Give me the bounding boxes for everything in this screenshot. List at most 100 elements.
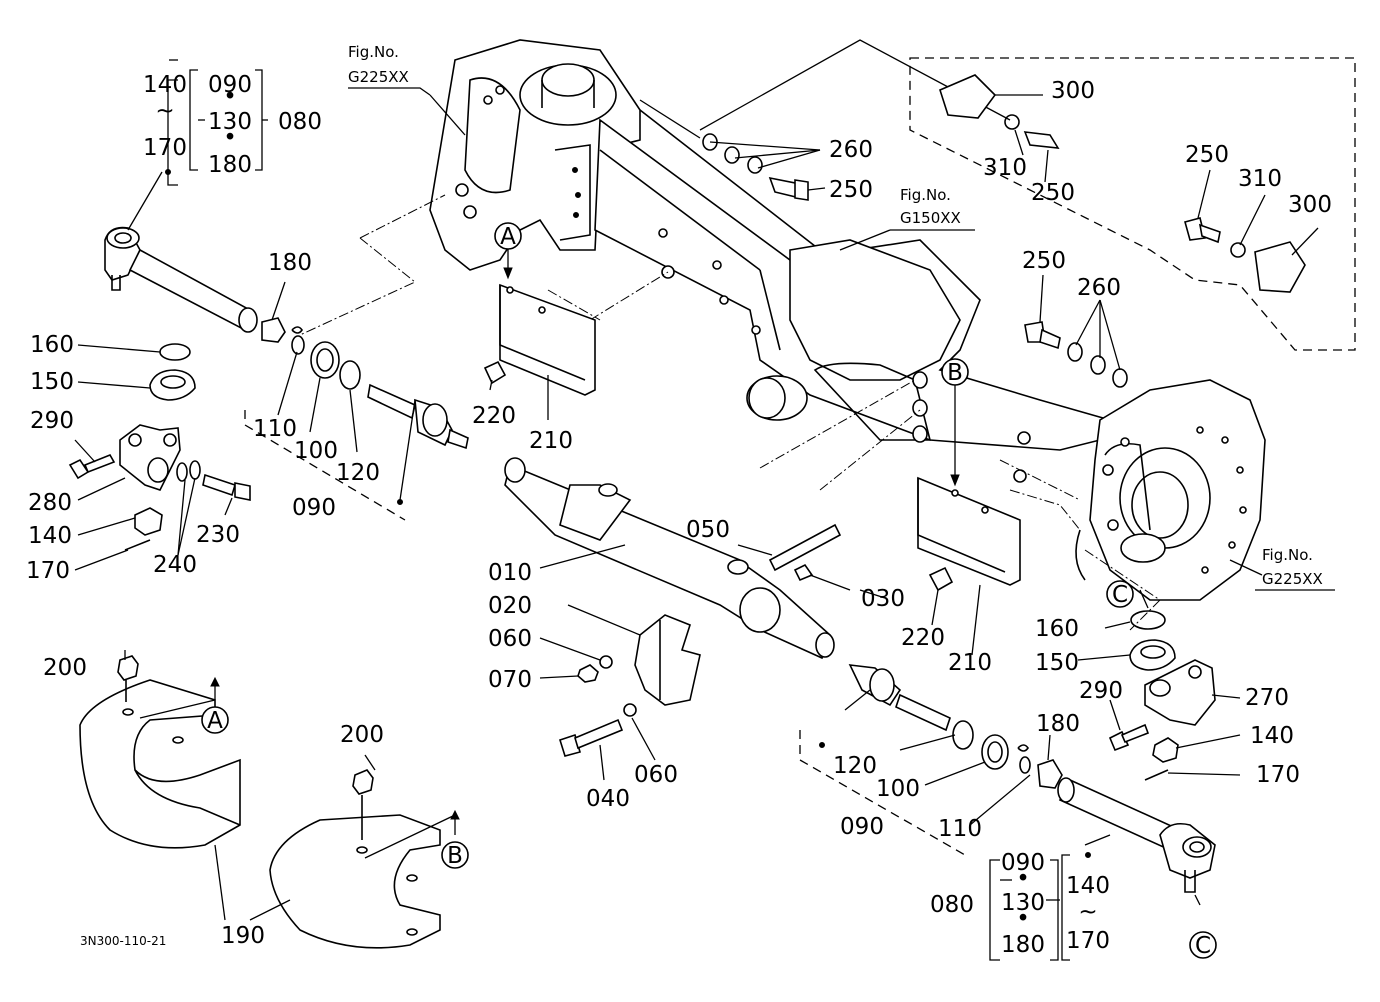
part-label: 180 [1036, 711, 1080, 737]
figure-reference-center: Fig.No. G150XX [890, 186, 975, 231]
part-label: 110 [253, 416, 297, 442]
callout-B-cover: B [441, 841, 469, 869]
part-labels: 180 160 150 290 280 140 170 240 230 110 … [26, 78, 1332, 949]
part-label: 300 [1051, 78, 1095, 104]
part-label: 250 [829, 177, 873, 203]
part-label: 170 [26, 558, 70, 584]
part-label: 030 [861, 586, 905, 612]
callout-C-bottom: C [1189, 931, 1217, 959]
fig-ref-line2: G225XX [348, 68, 409, 86]
callout-C-top: C [1106, 580, 1134, 608]
part-label: 140 [28, 523, 72, 549]
kit-range-symbol: ~ [1078, 899, 1097, 925]
callout-letter: A [500, 224, 516, 250]
kit-part-number: 130 [1001, 890, 1045, 916]
fig-ref-line1: Fig.No. [900, 186, 951, 204]
part-label: 010 [488, 560, 532, 586]
callout-A-cover: A [201, 706, 229, 734]
callout-letter: C [1195, 933, 1211, 959]
part-label: 140 [1250, 723, 1294, 749]
part-label: 220 [901, 625, 945, 651]
figure-reference-right: Fig.No. G225XX [1255, 546, 1335, 591]
part-label: 240 [153, 552, 197, 578]
stopper-parts [702, 74, 1306, 388]
part-label: 290 [30, 408, 74, 434]
leader-lines [74, 94, 1319, 921]
part-label: 270 [1245, 685, 1289, 711]
covers [79, 655, 441, 949]
part-label: 160 [1035, 616, 1079, 642]
part-label: 120 [833, 753, 877, 779]
figure-reference-top-left: Fig.No. G225XX [348, 43, 431, 96]
kit-part-number: 140 [143, 72, 187, 98]
part-label: 200 [340, 722, 384, 748]
part-label: 070 [488, 667, 532, 693]
part-label: 090 [292, 495, 336, 521]
part-label: 220 [472, 403, 516, 429]
left-tie-rod-assembly [68, 226, 469, 551]
kit-separator: • [1016, 866, 1030, 892]
kit-part-number: 180 [1001, 932, 1045, 958]
part-label: 210 [529, 428, 573, 454]
part-label: 310 [1238, 166, 1282, 192]
power-steering-cylinder [504, 457, 951, 757]
callout-A-top: A [494, 222, 522, 250]
part-label: 160 [30, 332, 74, 358]
brackets [483, 283, 1021, 592]
part-label: 040 [586, 786, 630, 812]
fig-ref-line2: G150XX [900, 209, 961, 227]
part-label: 250 [1031, 180, 1075, 206]
part-label: 230 [196, 522, 240, 548]
part-label: 250 [1022, 248, 1066, 274]
part-label: 050 [686, 517, 730, 543]
part-label: 110 [938, 816, 982, 842]
callout-B-top: B [941, 358, 969, 386]
part-label: 060 [488, 626, 532, 652]
right-tie-rod-assembly [952, 610, 1216, 893]
front-axle-housing [429, 39, 1266, 601]
part-label: 200 [43, 655, 87, 681]
part-label: 300 [1288, 192, 1332, 218]
fig-ref-line2: G225XX [1262, 570, 1323, 588]
kit-boundaries [167, 57, 1356, 961]
part-label: 150 [30, 369, 74, 395]
kit-part-number: 180 [208, 152, 252, 178]
part-label: 260 [1077, 275, 1121, 301]
part-label: 060 [634, 762, 678, 788]
part-label: 020 [488, 593, 532, 619]
part-label: 250 [1185, 142, 1229, 168]
kit-assembly-number: 080 [278, 109, 322, 135]
part-label: 210 [948, 650, 992, 676]
kit-range-symbol: ~ [155, 98, 174, 124]
kit-assembly-number: 080 [930, 892, 974, 918]
part-label: 120 [336, 460, 380, 486]
kit-part-number: 170 [143, 135, 187, 161]
kit-separator: • [1016, 906, 1030, 932]
part-label: 100 [294, 438, 338, 464]
callout-letter: B [947, 360, 963, 386]
kit-part-number: 090 [1001, 850, 1045, 876]
part-label: 090 [840, 814, 884, 840]
drawing-code: 3N300-110-21 [80, 934, 166, 948]
kit-separator: • [223, 125, 237, 151]
kit-label-left: 140 ~ 170 090 • 130 • 180 080 [143, 72, 322, 178]
part-label: 290 [1079, 678, 1123, 704]
callout-letter: B [447, 843, 463, 869]
part-label: 280 [28, 490, 72, 516]
part-label: 170 [1256, 762, 1300, 788]
kit-part-number: 130 [208, 109, 252, 135]
callout-letter: C [1112, 582, 1128, 608]
kit-label-right: 080 090 • 130 • 180 140 ~ 170 [930, 850, 1110, 958]
kit-separator: • [223, 84, 237, 110]
kit-part-number: 090 [208, 72, 252, 98]
kit-part-number: 170 [1066, 928, 1110, 954]
part-label: 190 [221, 923, 265, 949]
kit-part-number: 140 [1066, 873, 1110, 899]
part-label: 100 [876, 776, 920, 802]
part-label: 180 [268, 250, 312, 276]
fig-ref-line1: Fig.No. [1262, 546, 1313, 564]
part-label: 310 [983, 155, 1027, 181]
fig-ref-line1: Fig.No. [348, 43, 399, 61]
part-label: 260 [829, 137, 873, 163]
